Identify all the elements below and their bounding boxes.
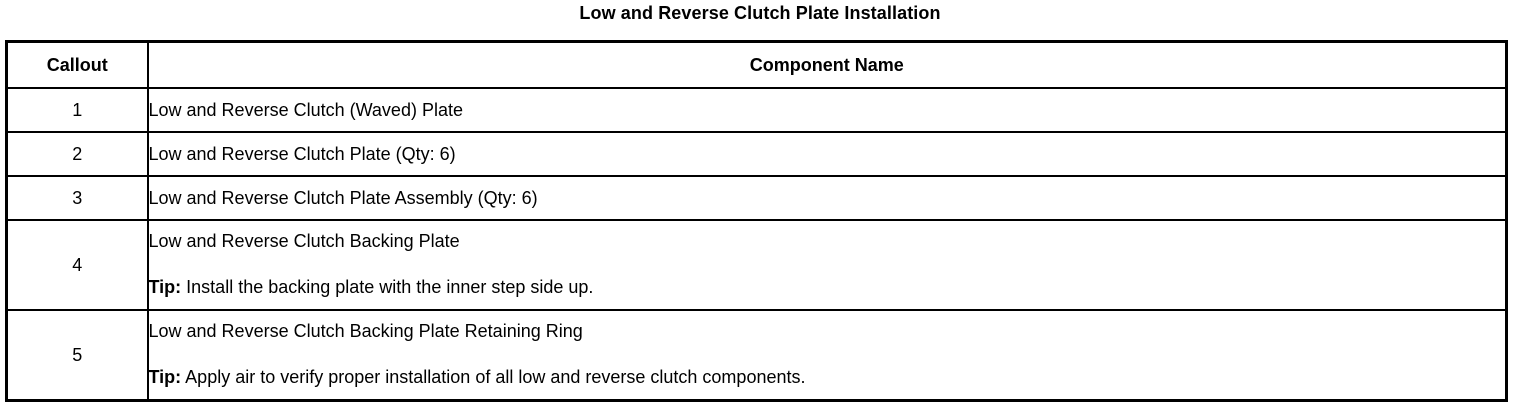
component-name-text: Low and Reverse Clutch Plate Assembly (Q… bbox=[148, 188, 538, 208]
tip-label: Tip: bbox=[148, 277, 182, 297]
table-row: 3 Low and Reverse Clutch Plate Assembly … bbox=[5, 175, 1508, 221]
tip-label: Tip: bbox=[148, 367, 182, 387]
component-name-text: Low and Reverse Clutch (Waved) Plate bbox=[148, 100, 463, 120]
cell-callout: 5 bbox=[5, 309, 149, 402]
table-header: Callout Component Name bbox=[5, 40, 1508, 89]
cell-callout: 1 bbox=[5, 87, 149, 133]
table-row: 5 Low and Reverse Clutch Backing Plate R… bbox=[5, 309, 1508, 402]
table-row: 2 Low and Reverse Clutch Plate (Qty: 6) bbox=[5, 131, 1508, 177]
component-tip: Tip: Install the backing plate with the … bbox=[149, 252, 1506, 298]
cell-component-name: Low and Reverse Clutch Backing Plate Tip… bbox=[146, 219, 1508, 311]
tip-text: Install the backing plate with the inner… bbox=[181, 277, 594, 297]
column-header-callout: Callout bbox=[5, 40, 149, 89]
component-table: Callout Component Name 1 Low and Reverse… bbox=[5, 40, 1508, 402]
column-header-component-name: Component Name bbox=[146, 40, 1508, 89]
cell-callout: 4 bbox=[5, 219, 149, 311]
component-name-text: Low and Reverse Clutch Plate (Qty: 6) bbox=[148, 144, 456, 164]
component-name-text: Low and Reverse Clutch Backing Plate bbox=[148, 231, 460, 251]
component-name-text: Low and Reverse Clutch Backing Plate Ret… bbox=[148, 321, 583, 341]
cell-component-name: Low and Reverse Clutch Backing Plate Ret… bbox=[146, 309, 1508, 402]
table-row: 4 Low and Reverse Clutch Backing Plate T… bbox=[5, 219, 1508, 311]
component-tip: Tip: Apply air to verify proper installa… bbox=[149, 342, 1506, 388]
cell-component-name: Low and Reverse Clutch Plate Assembly (Q… bbox=[146, 175, 1508, 221]
cell-component-name: Low and Reverse Clutch (Waved) Plate bbox=[146, 87, 1508, 133]
cell-component-name: Low and Reverse Clutch Plate (Qty: 6) bbox=[146, 131, 1508, 177]
cell-callout: 2 bbox=[5, 131, 149, 177]
component-table-container: Callout Component Name 1 Low and Reverse… bbox=[5, 40, 1508, 402]
cell-callout: 3 bbox=[5, 175, 149, 221]
table-header-row: Callout Component Name bbox=[5, 40, 1508, 89]
tip-text: Apply air to verify proper installation … bbox=[181, 367, 806, 387]
table-body: 1 Low and Reverse Clutch (Waved) Plate 2… bbox=[5, 87, 1508, 402]
page-title: Low and Reverse Clutch Plate Installatio… bbox=[579, 3, 941, 23]
table-row: 1 Low and Reverse Clutch (Waved) Plate bbox=[5, 87, 1508, 133]
